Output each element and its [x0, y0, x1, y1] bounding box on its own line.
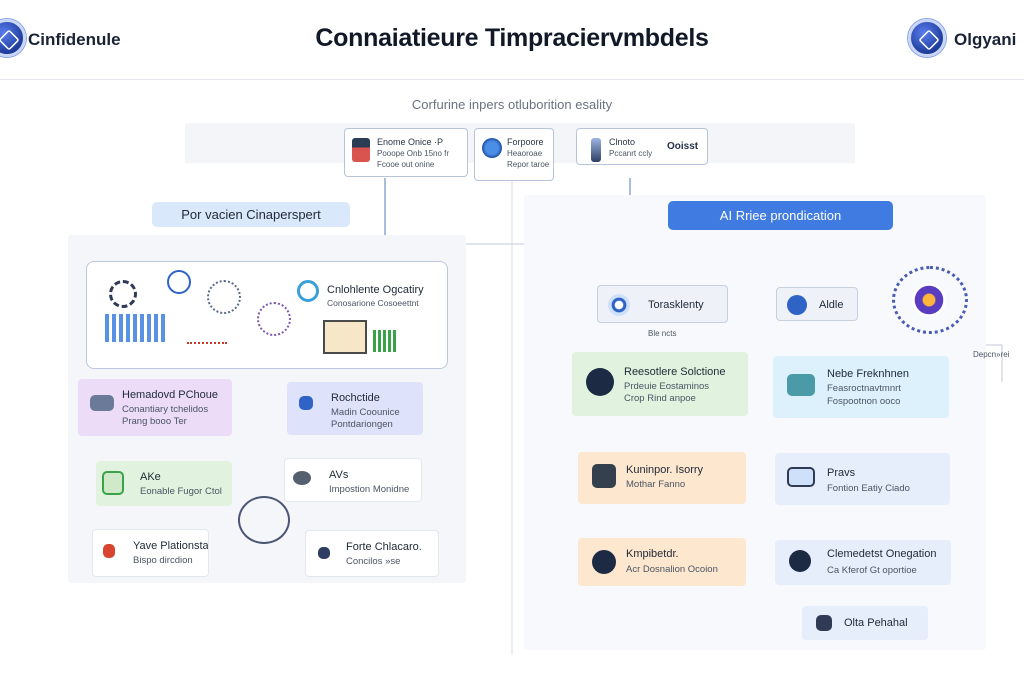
robot-head-icon	[787, 295, 807, 315]
left-brand: Cinfidenule	[28, 30, 121, 49]
warning-icon	[103, 544, 115, 558]
right-node-clemedetst[interactable]: Clemedetst Onegation Ca Kferof Gt oporti…	[775, 540, 951, 585]
network-icon	[207, 280, 241, 314]
book-icon	[102, 471, 124, 495]
right-node-inventory[interactable]: Kuninpor. Isorry Mothar Fanno	[578, 452, 746, 504]
agent-icon	[789, 550, 811, 572]
right-section-pill: AI Rriee prondication	[668, 201, 893, 230]
header: Cinfidenule Connaiatieure Timpracierv​mb…	[0, 0, 1024, 80]
monitor-icon	[787, 467, 815, 487]
nodes-icon	[257, 302, 291, 336]
shield-icon	[299, 396, 313, 410]
user-avatar-icon	[586, 368, 614, 396]
overview-title: Cnlohlente Ogcatiry	[327, 284, 424, 296]
lamp-icon	[591, 138, 601, 162]
left-section-pill: Por vacien Cinaperspert	[152, 202, 350, 227]
right-top-node[interactable]: Torasklenty	[597, 285, 728, 323]
scale-icon	[816, 615, 832, 631]
right-node-resource[interactable]: Reesotlere Solctione Prdeuie Eostaminos …	[572, 352, 748, 416]
top-card-badge: Ooisst	[667, 141, 699, 152]
left-node-5[interactable]: Yave Plationsta Bispo dircdion	[92, 529, 209, 577]
network-graph-icon	[238, 496, 290, 544]
landscape-icon	[787, 374, 815, 396]
right-top-node-sub: Ble ncts	[648, 329, 677, 338]
top-card-2[interactable]: Forpoore Heaoroae Repor taroe	[474, 128, 554, 181]
top-card-1[interactable]: Enome Onice ·P Pooope Onb 15no fr Fcooe …	[344, 128, 468, 177]
overview-box: Cnlohlente Ogcatiry Conosarione Cosoeett…	[86, 261, 448, 369]
headset-icon	[592, 550, 616, 574]
tools-icon	[90, 395, 114, 411]
puzzle-icon	[293, 471, 311, 485]
chart-icon	[105, 314, 165, 342]
person-icon	[352, 138, 370, 162]
right-node-kmpibetdr[interactable]: Kmpibetdr. Acr Dosnalion Ocoion	[578, 538, 746, 586]
right-node-framework[interactable]: Nebe Freknhnen Feasroctnavtmnrt Fospootn…	[773, 356, 949, 418]
building-icon	[323, 320, 367, 354]
top-card-3[interactable]: Clnoto Pccanrt ccly Ooisst	[576, 128, 708, 165]
connections-icon	[187, 322, 227, 344]
target-icon	[608, 294, 630, 316]
left-node-6[interactable]: Forte Chlacaro. Concilos »se	[305, 530, 439, 577]
cluster-icon	[297, 280, 319, 302]
page-title: Connaiatieure Timpracierv​mbdels	[315, 24, 709, 52]
bar-chart-icon	[373, 330, 397, 352]
left-node-1[interactable]: Hemadovd PChoue Conantiary tchelidos Pra…	[78, 379, 232, 436]
overview-sub: Conosarione Cosoeettnt	[327, 298, 419, 308]
right-node-pravs[interactable]: Pravs Fontion Eatiy Ciado	[775, 453, 950, 505]
left-node-4[interactable]: AVs Impostion Monidne	[284, 458, 422, 502]
gear-network-icon	[109, 280, 137, 308]
right-logo-icon	[908, 19, 946, 57]
hub-center-icon	[912, 284, 946, 316]
server-icon	[592, 464, 616, 488]
globe-icon	[167, 270, 191, 294]
right-brand: Olgyani	[954, 30, 1017, 49]
subtitle: Corfurine inpers otluborition esality	[411, 97, 613, 112]
hub-network-icon	[892, 266, 968, 334]
aidle-node[interactable]: Aldle	[776, 287, 858, 321]
left-node-2[interactable]: Rochctide Madin Coounice Pontdariongen	[287, 382, 423, 435]
robot-icon	[482, 138, 502, 158]
far-right-label: Depcn»rei	[973, 350, 1010, 359]
right-node-olta[interactable]: Olta Pehahal	[802, 606, 928, 640]
clipboard-icon	[318, 547, 330, 559]
left-node-3[interactable]: AKe Eonable Fugor Ctol	[96, 461, 232, 506]
